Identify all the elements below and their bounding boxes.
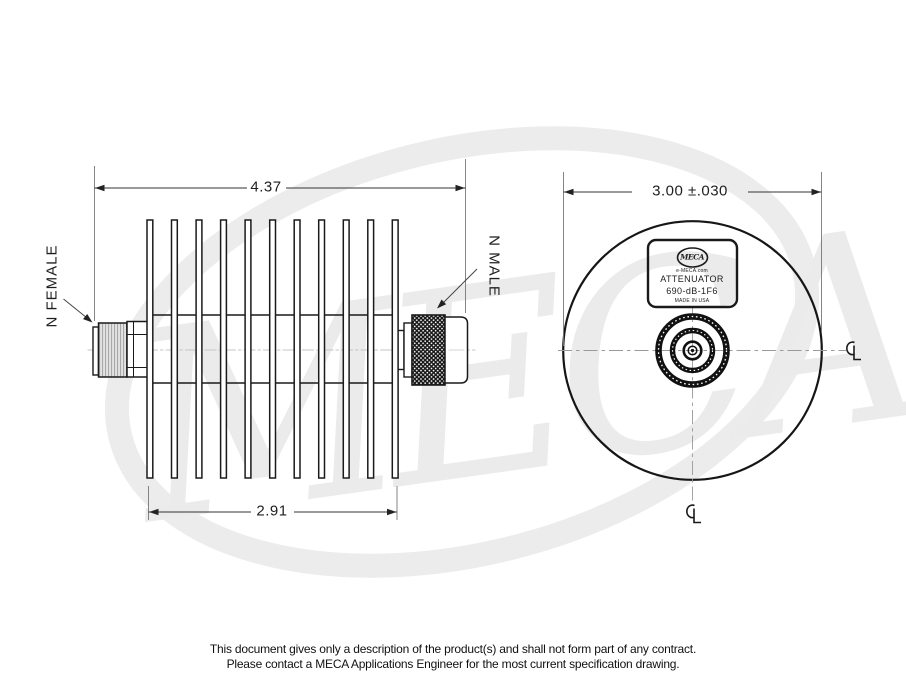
n-male-connector [396, 314, 469, 386]
side-view [87, 219, 479, 479]
disclaimer-line-2: Please contact a MECA Applications Engin… [226, 657, 680, 671]
label-origin: MADE IN USA [674, 298, 710, 304]
heatsink-fin [244, 219, 252, 479]
label-product-type: ATTENUATOR [660, 274, 724, 284]
overall-length-dimension-text: 4.37 [250, 178, 282, 196]
heatsink-fin [219, 219, 228, 479]
heatsink-dimension-text: 2.91 [256, 502, 288, 520]
n-male-leader [434, 268, 478, 311]
heatsink-fins [146, 219, 399, 479]
heatsink-fin [268, 219, 277, 479]
heatsink-fin [293, 219, 301, 479]
label-website: e-MECA.com [676, 268, 708, 274]
meca-logo-oval [676, 247, 709, 268]
n-connector-face [655, 313, 730, 388]
heatsink-fin [195, 219, 203, 479]
n-female-connector [92, 320, 150, 378]
dimension-heatsink-length [148, 486, 398, 520]
diameter-dimension-text: 3.00 ±.030 [652, 182, 728, 200]
heatsink-fin [170, 219, 179, 479]
dimension-diameter [563, 172, 822, 346]
heatsink-fin [146, 219, 154, 479]
disclaimer: This document gives only a description o… [0, 642, 906, 672]
heatsink-fin [342, 219, 350, 479]
end-view-centerlines [558, 308, 846, 501]
disclaimer-line-1: This document gives only a description o… [209, 642, 697, 656]
n-female-leader [63, 298, 95, 326]
end-view [558, 220, 846, 501]
n-female-label: N FEMALE [43, 244, 61, 328]
heatsink-fin [317, 219, 326, 479]
dimensions [63, 159, 862, 524]
meca-logo-text: MECA [680, 252, 704, 262]
dimension-overall-length [94, 159, 466, 321]
heatsink-fin [391, 219, 399, 479]
label-model-number: 690-dB-1F6 [666, 286, 718, 296]
n-male-label: N MALE [485, 235, 503, 297]
heatsink-fin [367, 219, 375, 479]
product-label-plate [646, 238, 739, 309]
